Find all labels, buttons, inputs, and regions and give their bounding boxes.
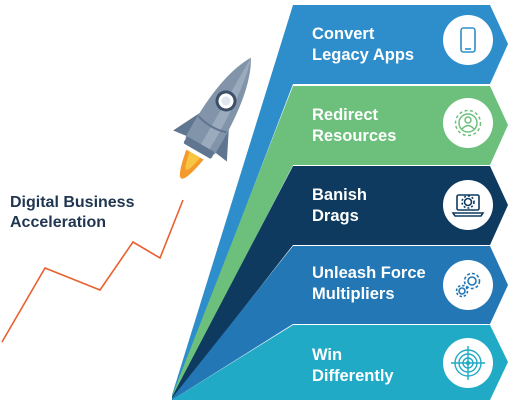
funnel-stripe-2 — [172, 86, 293, 400]
step-3-line-1: Banish — [312, 186, 368, 204]
trend-line — [1, 199, 184, 343]
step-2-line-2: Resources — [312, 127, 397, 145]
step-3-line-2: Drags — [312, 207, 359, 225]
funnel-stripe-5 — [172, 325, 293, 400]
gear-person-icon — [454, 109, 482, 137]
smartphone-icon — [460, 27, 476, 53]
rocket-fin-right — [214, 128, 229, 162]
rocket-icon — [173, 57, 252, 179]
step-label-convert: Convert Legacy Apps — [312, 24, 442, 66]
gears-icon — [455, 272, 481, 298]
icon-circle-1 — [443, 15, 493, 65]
step-label-banish: Banish Drags — [312, 185, 442, 227]
target-icon — [451, 346, 485, 380]
funnel-stripe-1 — [172, 5, 293, 400]
step-4-line-2: Multipliers — [312, 285, 395, 303]
step-1-line-2: Legacy Apps — [312, 46, 415, 64]
side-label-line-1: Digital Business — [10, 194, 135, 211]
step-5-line-2: Differently — [312, 367, 394, 385]
step-label-win: Win Differently — [312, 345, 442, 387]
step-1-line-1: Convert — [312, 25, 375, 43]
funnel-stripe-4 — [172, 246, 293, 400]
step-4-line-1: Unleash Force — [312, 264, 426, 282]
side-label-line-2: Acceleration — [10, 214, 107, 231]
step-5-line-1: Win — [312, 346, 343, 364]
laptop-gear-icon — [451, 194, 485, 217]
step-2-line-1: Redirect — [312, 106, 379, 124]
icon-circle-4 — [443, 260, 493, 310]
step-label-redirect: Redirect Resources — [312, 105, 442, 147]
rocket-fin-left — [173, 112, 202, 137]
funnel-stripe-3 — [172, 166, 293, 400]
step-label-unleash: Unleash Force Multipliers — [312, 263, 452, 305]
digital-business-acceleration-label: Digital Business Acceleration — [10, 193, 160, 233]
